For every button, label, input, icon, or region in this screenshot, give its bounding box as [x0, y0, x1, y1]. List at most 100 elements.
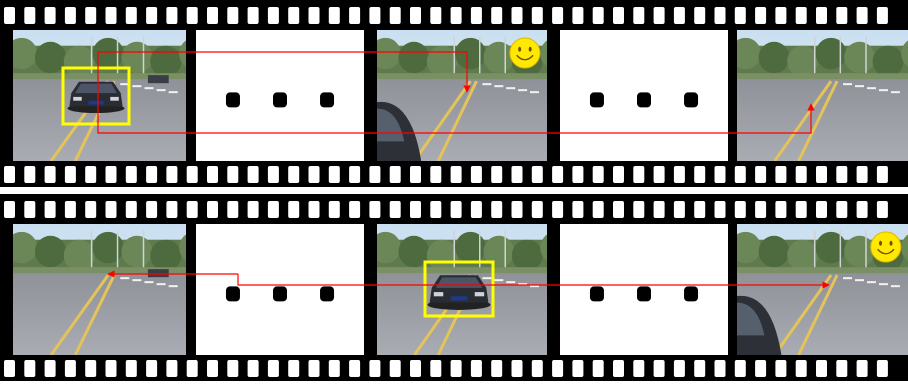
tree	[6, 38, 37, 69]
perforation-hole	[654, 360, 665, 377]
road-marking	[169, 91, 178, 93]
perforation-hole	[593, 360, 604, 377]
perforation-hole	[187, 7, 198, 24]
perforation-hole	[572, 360, 583, 377]
tree	[427, 240, 458, 271]
perforation-hole	[410, 166, 421, 183]
road-marking	[144, 281, 153, 283]
tree	[399, 42, 430, 73]
perforation-hole	[715, 201, 726, 218]
ellipsis-dot	[684, 286, 698, 301]
perforation-hole	[288, 360, 299, 377]
tree	[759, 236, 790, 267]
perforation-hole	[309, 360, 320, 377]
perforation-hole	[248, 360, 259, 377]
ellipsis-dot	[637, 92, 651, 107]
perforation-hole	[633, 201, 644, 218]
road-marking	[855, 85, 864, 87]
tree	[427, 46, 458, 77]
road-marking	[843, 83, 852, 85]
perforation-hole	[796, 360, 807, 377]
perforation-hole	[248, 7, 259, 24]
perforation-hole	[85, 166, 96, 183]
perforation-hole	[755, 7, 766, 24]
perforation-row-bottom	[4, 360, 888, 377]
road-marking	[506, 87, 515, 89]
perforation-hole	[207, 166, 218, 183]
perforation-hole	[410, 360, 421, 377]
perforation-hole	[24, 166, 35, 183]
perforation-hole	[654, 7, 665, 24]
perforation-hole	[552, 166, 563, 183]
tree	[370, 232, 401, 263]
tree	[150, 240, 181, 271]
perforation-hole	[451, 201, 462, 218]
photo-frame	[730, 224, 908, 355]
tree	[150, 46, 181, 77]
tree	[873, 46, 904, 77]
perforation-hole	[552, 7, 563, 24]
perforation-hole	[227, 166, 238, 183]
road-marking	[879, 283, 888, 285]
road-marking	[120, 277, 129, 279]
road-marking	[157, 89, 166, 91]
perforation-hole	[430, 360, 441, 377]
road-marking	[867, 87, 876, 89]
tree	[816, 232, 847, 263]
ellipsis-dot	[590, 286, 604, 301]
perforation-hole	[369, 7, 380, 24]
ellipsis-frame	[196, 30, 364, 161]
perforation-hole	[288, 7, 299, 24]
photo-frame	[6, 30, 210, 161]
tree	[93, 232, 124, 263]
perforation-hole	[654, 201, 665, 218]
perforation-hole	[715, 360, 726, 377]
perforation-hole	[369, 360, 380, 377]
perforation-hole	[613, 201, 624, 218]
ellipsis-dot	[320, 286, 334, 301]
photo-frame	[730, 30, 908, 161]
ellipsis-dot	[273, 286, 287, 301]
perforation-hole	[268, 201, 279, 218]
tree	[455, 38, 486, 69]
tree	[484, 42, 515, 73]
perforation-hole	[572, 201, 583, 218]
perforation-hole	[268, 166, 279, 183]
median	[377, 267, 547, 273]
smiley-face-icon	[871, 232, 901, 262]
perforation-hole	[674, 7, 685, 24]
photo-frame	[370, 224, 571, 355]
perforation-hole	[248, 201, 259, 218]
perforation-hole	[187, 201, 198, 218]
tree	[93, 38, 124, 69]
road-marking	[843, 277, 852, 279]
perforation-hole	[532, 360, 543, 377]
perforation-hole	[288, 201, 299, 218]
perforation-hole	[512, 201, 523, 218]
perforation-hole	[248, 166, 259, 183]
perforation-hole	[674, 360, 685, 377]
perforation-hole	[65, 201, 76, 218]
perforation-hole	[633, 360, 644, 377]
perforation-row-top	[4, 7, 888, 24]
road-marking	[867, 281, 876, 283]
perforation-hole	[4, 7, 15, 24]
perforation-hole	[775, 7, 786, 24]
perforation-hole	[836, 201, 847, 218]
tree	[759, 42, 790, 73]
perforation-hole	[633, 166, 644, 183]
perforation-hole	[288, 166, 299, 183]
ellipsis-frame	[196, 224, 364, 355]
perforation-hole	[593, 166, 604, 183]
road-marking	[506, 281, 515, 283]
road-marking	[891, 91, 900, 93]
perforation-hole	[532, 166, 543, 183]
perforation-hole	[613, 166, 624, 183]
perforation-hole	[166, 201, 177, 218]
perforation-hole	[4, 201, 15, 218]
perforation-hole	[106, 7, 117, 24]
road-marking	[879, 89, 888, 91]
perforation-hole	[471, 360, 482, 377]
perforation-hole	[451, 360, 462, 377]
perforation-hole	[674, 166, 685, 183]
